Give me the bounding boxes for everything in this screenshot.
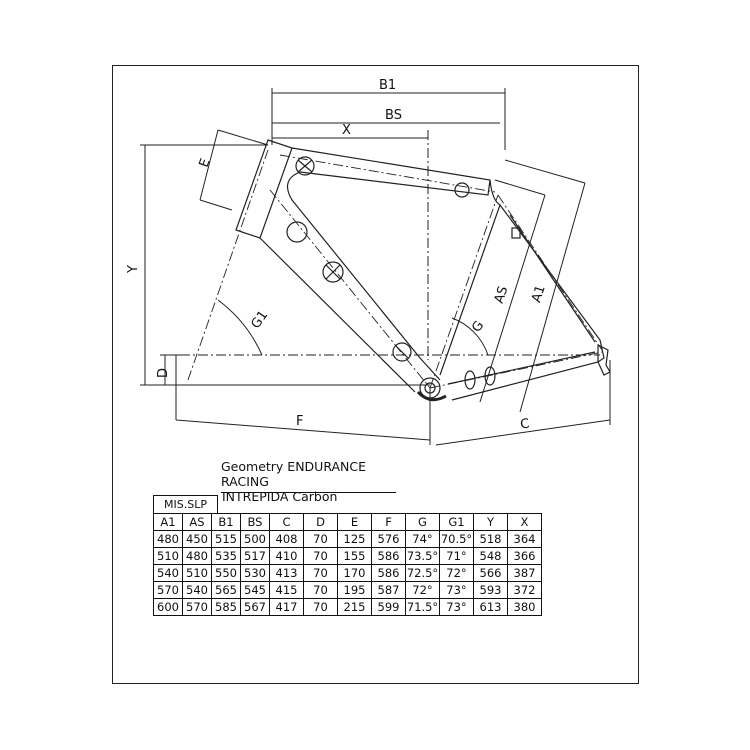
table-cell: 576	[371, 530, 406, 548]
table-cell: 585	[211, 598, 241, 616]
dimension-lines	[140, 88, 611, 446]
table-cell: 413	[269, 564, 304, 582]
frame-tubes	[235, 139, 611, 402]
label-BS: BS	[385, 108, 402, 123]
table-cell: 570	[182, 598, 212, 616]
table-cell: 517	[240, 547, 270, 565]
table-cell: 550	[211, 564, 241, 582]
header-cell: AS	[182, 513, 212, 531]
drawing-border	[112, 65, 639, 684]
table-cell: 387	[507, 564, 542, 582]
table-cell: 215	[337, 598, 372, 616]
table-cell: 565	[211, 581, 241, 599]
table-cell: 548	[473, 547, 508, 565]
header-cell: A1	[153, 513, 183, 531]
table-cell: 600	[153, 598, 183, 616]
header-cell: X	[507, 513, 542, 531]
label-G: G	[469, 318, 487, 335]
table-cell: 566	[473, 564, 508, 582]
header-cell: Y	[473, 513, 508, 531]
table-cell: 408	[269, 530, 304, 548]
table-cell: 450	[182, 530, 212, 548]
header-cell: BS	[240, 513, 270, 531]
label-B1: B1	[379, 78, 396, 93]
table-cell: 480	[182, 547, 212, 565]
table-cell: 586	[371, 564, 406, 582]
table-cell: 415	[269, 581, 304, 599]
table-cell: 70	[303, 598, 338, 616]
header-cell: D	[303, 513, 338, 531]
label-AS: AS	[492, 284, 512, 305]
table-cell: 570	[153, 581, 183, 599]
label-A1: A1	[529, 283, 549, 304]
table-cell: 170	[337, 564, 372, 582]
table-cell: 613	[473, 598, 508, 616]
table-cell: 70	[303, 547, 338, 565]
table-cell: 73.5°	[405, 547, 440, 565]
table-cell: 530	[240, 564, 270, 582]
table-cell: 535	[211, 547, 241, 565]
table-cell: 72.5°	[405, 564, 440, 582]
header-cell: C	[269, 513, 304, 531]
table-cell: 364	[507, 530, 542, 548]
table-cell: 599	[371, 598, 406, 616]
table-cell: 72°	[405, 581, 440, 599]
label-F: F	[296, 414, 303, 429]
model-name: INTREPIDA Carbon	[222, 489, 338, 504]
table-cell: 71°	[439, 547, 474, 565]
table-cell: 515	[211, 530, 241, 548]
header-cell: G1	[439, 513, 474, 531]
table-cell: 510	[153, 547, 183, 565]
table-cell: 72°	[439, 564, 474, 582]
table-cell: 480	[153, 530, 183, 548]
table-cell: 125	[337, 530, 372, 548]
table-cell: 545	[240, 581, 270, 599]
table-cell: 567	[240, 598, 270, 616]
table-cell: 540	[182, 581, 212, 599]
table-cell: 70	[303, 564, 338, 582]
table-cell: 372	[507, 581, 542, 599]
table-cell: 593	[473, 581, 508, 599]
table-cell: 71.5°	[405, 598, 440, 616]
label-D: D	[156, 368, 171, 378]
table-cell: 155	[337, 547, 372, 565]
table-cell: 73°	[439, 598, 474, 616]
table-cell: 70.5°	[439, 530, 474, 548]
table-cell: 70	[303, 581, 338, 599]
label-Y: Y	[126, 265, 141, 274]
table-cell: 417	[269, 598, 304, 616]
label-X: X	[342, 123, 351, 138]
table-cell: 510	[182, 564, 212, 582]
table-cell: 500	[240, 530, 270, 548]
label-C: C	[519, 416, 530, 432]
header-cell: B1	[211, 513, 241, 531]
table-cell: 366	[507, 547, 542, 565]
table-cell: 410	[269, 547, 304, 565]
table-cell: 587	[371, 581, 406, 599]
label-G1: G1	[248, 308, 271, 332]
centre-lines	[180, 149, 603, 389]
table-cell: 540	[153, 564, 183, 582]
table-header-row: A1 AS B1 BS C D E F G G1 Y X	[153, 513, 542, 531]
table-cell: 73°	[439, 581, 474, 599]
table-cell: 380	[507, 598, 542, 616]
table-cell: 195	[337, 581, 372, 599]
table-cell: 70	[303, 530, 338, 548]
table-cell: 74°	[405, 530, 440, 548]
header-cell: G	[405, 513, 440, 531]
geometry-title: Geometry ENDURANCE RACING	[221, 459, 396, 493]
table-cell: 586	[371, 547, 406, 565]
header-cell: E	[337, 513, 372, 531]
size-group-label: MIS.SLP	[153, 495, 218, 513]
table-cell: 518	[473, 530, 508, 548]
header-cell: F	[371, 513, 406, 531]
